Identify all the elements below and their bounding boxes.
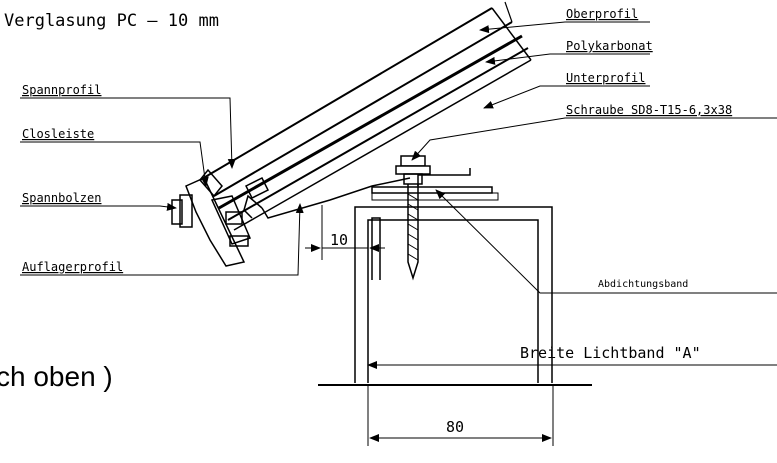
label-spannprofil: Spannprofil	[22, 83, 101, 97]
clamping-bolt	[168, 194, 193, 228]
glazing-heading: Verglasung PC – 10 mm	[4, 11, 219, 31]
sloped-glazing-profile	[199, 1, 532, 231]
label-oberprofil: Oberprofil	[566, 7, 638, 21]
label-unterprofil: Unterprofil	[566, 71, 645, 85]
label-polykarbonat: Polykarbonat	[566, 39, 653, 53]
label-closleiste: Closleiste	[22, 127, 94, 141]
label-abdichtungsband: Abdichtungsband	[598, 279, 688, 290]
leader-lines	[20, 21, 777, 294]
gap-dimension	[305, 205, 385, 260]
label-auflagerprofil: Auflagerprofil	[22, 260, 123, 274]
width-80-dimension	[367, 385, 554, 446]
side-note: ch oben )	[0, 361, 113, 392]
label-schraube: Schraube SD8-T15-6,3x38	[566, 103, 732, 117]
width-80-value: 80	[446, 418, 464, 436]
label-spannbolzen: Spannbolzen	[22, 191, 101, 205]
gap-dimension-value: 10	[330, 231, 348, 249]
screw	[395, 155, 431, 281]
width-A-label: Breite Lichtband "A"	[520, 344, 701, 362]
